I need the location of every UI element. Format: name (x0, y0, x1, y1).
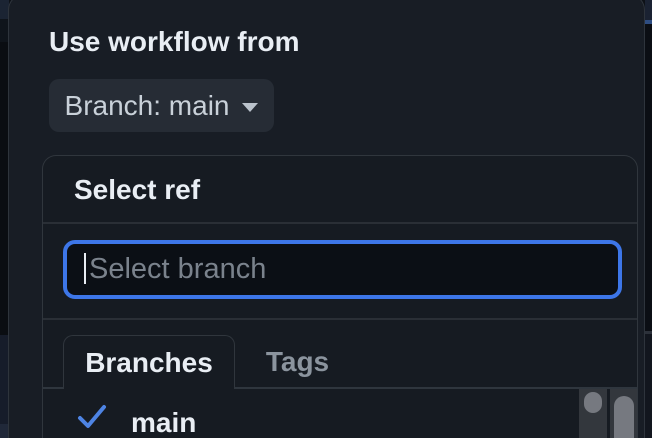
page-fragment (645, 331, 652, 334)
use-workflow-from-label: Use workflow from (49, 26, 300, 57)
page-fragment (645, 20, 652, 24)
page-fragment (0, 335, 9, 438)
check-icon (78, 405, 106, 428)
branch-selector-button[interactable]: Branch: main (49, 79, 274, 132)
branch-item-label: main (131, 407, 197, 438)
tabs-bottom-divider (43, 387, 638, 389)
list-scrollbar-thumb[interactable] (584, 392, 602, 413)
page-fragment (645, 334, 652, 438)
tab-tags[interactable]: Tags (265, 345, 330, 377)
search-section-divider (43, 318, 637, 320)
page-fragment (0, 0, 9, 19)
caret-down-icon (242, 103, 259, 112)
page-fragment (0, 424, 9, 438)
page-fragment (645, 0, 652, 20)
text-cursor-caret (84, 253, 86, 284)
run-workflow-dropdown: Use workflow from Branch: main Select re… (8, 0, 645, 438)
select-ref-title: Select ref (74, 174, 201, 205)
tab-branches[interactable]: Branches (63, 335, 235, 389)
panel-scrollbar-track[interactable] (610, 389, 637, 438)
panel-header-divider (43, 222, 637, 224)
page-behind-left (0, 0, 9, 438)
list-scrollbar-track[interactable] (579, 389, 607, 438)
branch-button-label: Branch: main (64, 89, 230, 121)
panel-scrollbar-thumb[interactable] (614, 396, 634, 438)
branch-list-item-main[interactable]: main (69, 395, 609, 438)
page-behind-right (645, 0, 652, 438)
page-fragment (0, 19, 9, 42)
branch-search-input[interactable] (63, 240, 622, 299)
